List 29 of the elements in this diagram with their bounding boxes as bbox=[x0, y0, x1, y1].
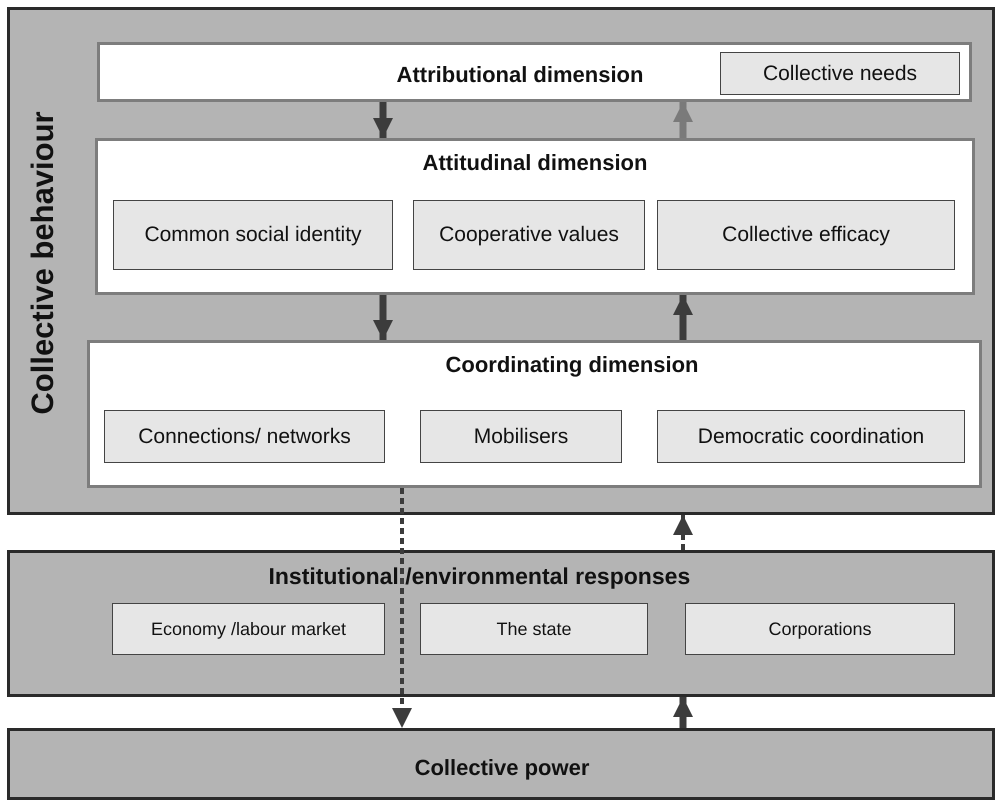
arrow bbox=[673, 102, 693, 138]
section-title: Attitudinal dimension bbox=[422, 150, 648, 176]
factor-box: Cooperative values bbox=[413, 200, 645, 270]
panel-title: Collective behaviour bbox=[25, 111, 61, 415]
arrow bbox=[392, 488, 412, 728]
section-title: Institutional /environmental responses bbox=[268, 563, 690, 590]
factor-box: Democratic coordination bbox=[657, 410, 965, 463]
arrow bbox=[673, 295, 693, 340]
factor-box: Mobilisers bbox=[420, 410, 622, 463]
factor-box: Collective needs bbox=[720, 52, 960, 95]
dimension-panel bbox=[97, 42, 972, 102]
arrow bbox=[673, 697, 693, 728]
section-title: Collective power bbox=[414, 755, 590, 781]
factor-box: Collective efficacy bbox=[657, 200, 955, 270]
arrow bbox=[373, 295, 393, 340]
section-title: Coordinating dimension bbox=[446, 352, 698, 378]
factor-box: Corporations bbox=[685, 603, 955, 655]
factor-box: Connections/ networks bbox=[104, 410, 385, 463]
dimension-panel bbox=[87, 340, 982, 488]
section-title: Attributional dimension bbox=[396, 62, 644, 88]
panel bbox=[7, 728, 995, 800]
factor-box: Economy /labour market bbox=[112, 603, 385, 655]
factor-box: The state bbox=[420, 603, 648, 655]
dimension-panel bbox=[95, 138, 975, 295]
panel bbox=[7, 550, 995, 697]
factor-box: Common social identity bbox=[113, 200, 393, 270]
arrow bbox=[673, 515, 693, 550]
arrow bbox=[373, 102, 393, 138]
panel bbox=[7, 7, 995, 515]
